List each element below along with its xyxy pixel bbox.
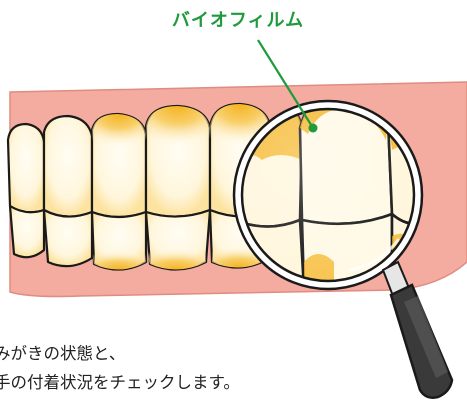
upper-tooth-1 <box>8 124 44 212</box>
caption-line-1: みがきの状態と、 <box>0 340 125 364</box>
caption-line-2: 手の付着状況をチェックします。 <box>0 369 240 393</box>
lower-tooth-2 <box>44 210 92 266</box>
upper-tooth-2 <box>44 116 92 217</box>
biofilm-label: バイオフィルム <box>148 6 328 32</box>
callout-leader-dot <box>309 124 318 133</box>
lower-teeth <box>10 206 270 270</box>
lower-tooth-1 <box>10 206 44 257</box>
